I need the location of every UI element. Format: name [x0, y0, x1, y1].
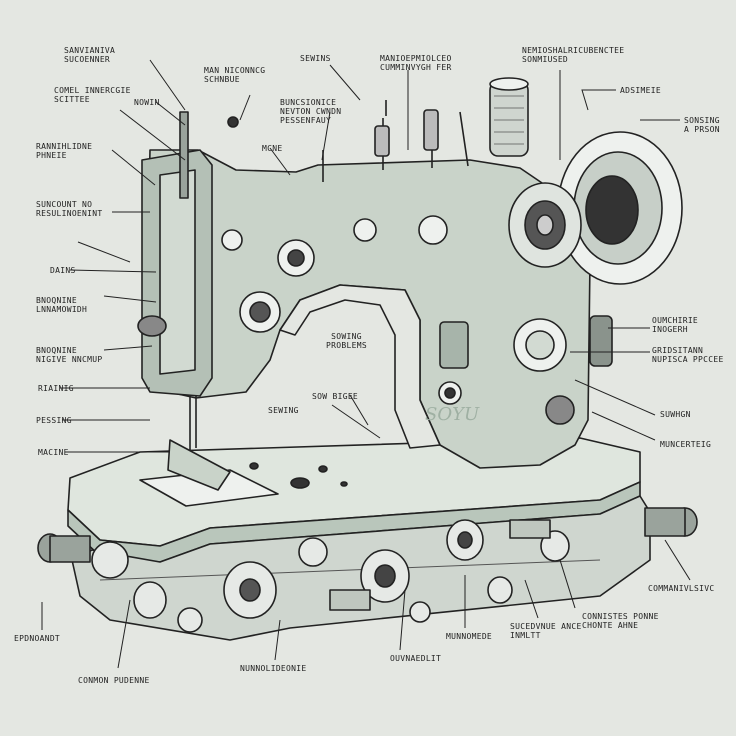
body-script: SOYU	[425, 404, 480, 425]
label-17: RIAINIG	[38, 384, 74, 393]
dials	[221, 116, 575, 425]
label-27: COMMANIVLSIVC	[648, 584, 715, 593]
label-12: RANNIHLIDNE PHNEIE	[36, 142, 93, 160]
thread-spool	[489, 77, 529, 157]
needle-assembly	[167, 111, 231, 491]
lower-gears	[91, 519, 570, 633]
label-01: SANVIANIVA SUCOENNER	[64, 46, 116, 64]
label-16: BNOQNINE NIGIVE NNCMUP	[36, 346, 103, 364]
label-07: MANIOEPMIOLCEO CUMMINVYGH FER	[380, 54, 452, 72]
label-10: SONSING A PRSON	[684, 116, 720, 134]
label-24: GRIDSITANN NUPISCA PPCCEE	[652, 346, 724, 364]
label-30: MUNNOMEDE	[446, 632, 493, 641]
arm-body	[144, 149, 591, 469]
label-11: MCNE	[262, 144, 283, 153]
label-33: EPDNOANDT	[14, 634, 61, 643]
leader-lines	[41, 59, 691, 669]
label-31: OUVNAEDLIT	[390, 654, 442, 663]
side-rollers	[37, 507, 698, 563]
label-04: MAN NICONNCG SCHNBUE	[204, 66, 266, 84]
label-32: NUNNOLIDEONIE	[240, 664, 307, 673]
arm-throat	[279, 284, 441, 449]
label-25: SUWHGN	[660, 410, 691, 419]
label-26: MUNCERTEIG	[660, 440, 712, 449]
label-19: MACINE	[38, 448, 69, 457]
label-18: PESSING	[36, 416, 72, 425]
side-knob	[589, 315, 613, 367]
label-29: SUCEDVNUE ANCE INMLTT	[510, 622, 582, 640]
label-21: SEWING	[268, 406, 299, 415]
label-06: BUNCSIONICE NEVTON CWNDN PESSENFAUY	[280, 98, 342, 125]
label-23: OUMCHIRIE INOGERH	[652, 316, 699, 334]
handwheel	[508, 131, 683, 285]
label-08: NEMIOSHALRICUBENCTEE SONMIUSED	[522, 46, 625, 64]
label-34: CONMON PUDENNE	[78, 676, 150, 685]
label-13: SUNCOUNT NO RESULINOENINT	[36, 200, 103, 218]
label-05: SEWINS	[300, 54, 331, 63]
label-22: SOW BIGEE	[312, 392, 359, 401]
label-14: DAINS	[50, 266, 76, 275]
label-03: NOWIN	[134, 98, 160, 107]
label-02: COMEL INNERCGIE SCITTEE	[54, 86, 131, 104]
label-20: SOWING PROBLEMS	[326, 332, 367, 350]
plate-holes	[249, 462, 348, 489]
label-09: ADSIMEIE	[620, 86, 661, 95]
mechanism-housing	[71, 495, 651, 641]
label-28: CONNISTES PONNE CHONTE AHNE	[582, 612, 659, 630]
stitch-selector-panel	[439, 321, 469, 369]
label-15: BNOQNINE LNNAMOWIDH	[36, 296, 88, 314]
